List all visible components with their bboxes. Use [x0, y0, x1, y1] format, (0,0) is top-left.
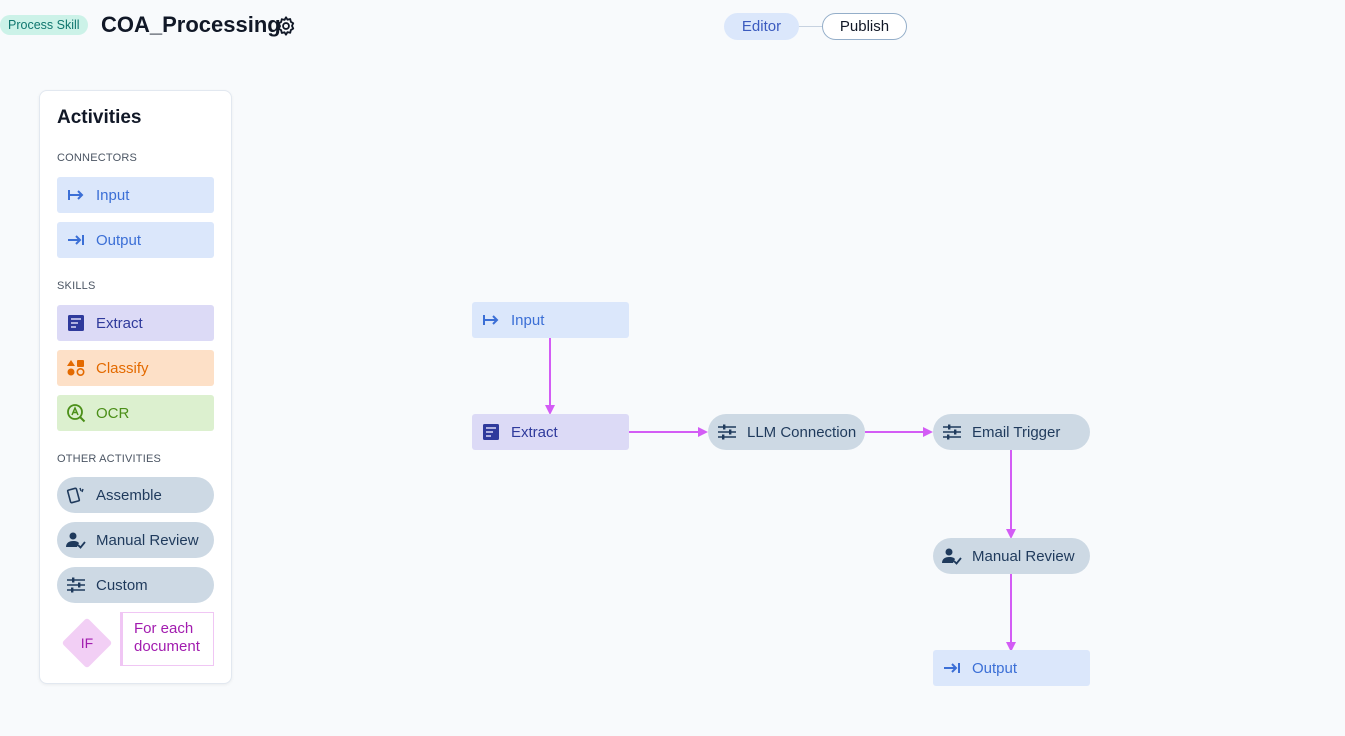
input-arrow-icon	[480, 309, 502, 331]
activity-if[interactable]: IF	[61, 617, 113, 669]
activity-output-label: Output	[96, 231, 142, 249]
node-email-trigger-label: Email Trigger	[972, 423, 1061, 441]
activity-manual-review[interactable]: Manual Review	[57, 522, 214, 558]
activity-custom[interactable]: Custom	[57, 567, 214, 603]
extract-document-icon	[480, 421, 502, 443]
user-check-icon	[65, 529, 87, 551]
output-arrow-icon	[941, 657, 963, 679]
classify-shapes-icon	[65, 357, 87, 379]
user-check-icon	[941, 545, 963, 567]
node-email-trigger[interactable]: Email Trigger	[933, 414, 1090, 450]
mode-toggle: Editor Publish	[724, 13, 908, 41]
node-llm-connection-label: LLM Connection	[747, 423, 857, 441]
node-output-label: Output	[972, 659, 1018, 677]
skills-section-label: SKILLS	[57, 280, 96, 292]
editor-mode-button[interactable]: Editor	[724, 13, 799, 40]
process-skill-badge: Process Skill	[0, 15, 88, 35]
ocr-scan-icon	[65, 402, 87, 424]
extract-document-icon	[65, 312, 87, 334]
node-extract[interactable]: Extract	[472, 414, 629, 450]
node-extract-label: Extract	[511, 423, 558, 441]
sliders-icon	[716, 421, 738, 443]
activity-ocr-label: OCR	[96, 404, 130, 422]
sliders-icon	[941, 421, 963, 443]
page-title: COA_Processing	[101, 12, 281, 37]
node-output[interactable]: Output	[933, 650, 1090, 686]
workflow-canvas[interactable]: Input Extract LLM Connection Email Trigg…	[232, 56, 1345, 736]
activity-classify[interactable]: Classify	[57, 350, 214, 386]
activity-assemble[interactable]: Assemble	[57, 477, 214, 513]
output-arrow-icon	[65, 229, 87, 251]
gear-icon[interactable]	[275, 15, 297, 37]
publish-mode-button[interactable]: Publish	[822, 13, 907, 40]
activity-assemble-label: Assemble	[96, 486, 162, 504]
sliders-icon	[65, 574, 87, 596]
activity-for-each[interactable]: For each document	[120, 612, 214, 666]
node-input-label: Input	[511, 311, 545, 329]
activity-if-label: IF	[80, 635, 94, 651]
activity-input-label: Input	[96, 186, 130, 204]
activity-output[interactable]: Output	[57, 222, 214, 258]
activity-custom-label: Custom	[96, 576, 148, 594]
activities-title: Activities	[57, 107, 142, 128]
activities-panel: Activities CONNECTORS Input Output SKILL…	[39, 90, 232, 684]
workflow-edges	[545, 338, 1016, 652]
header: Process Skill COA_Processing Editor Publ…	[0, 0, 1345, 56]
mode-connector-line	[794, 26, 824, 27]
input-arrow-icon	[65, 184, 87, 206]
node-manual-review[interactable]: Manual Review	[933, 538, 1090, 574]
connectors-section-label: CONNECTORS	[57, 152, 138, 164]
activity-classify-label: Classify	[96, 359, 149, 377]
other-activities-section-label: OTHER ACTIVITIES	[57, 453, 162, 465]
activity-for-each-label: For each document	[134, 620, 200, 655]
activity-input[interactable]: Input	[57, 177, 214, 213]
activity-extract[interactable]: Extract	[57, 305, 214, 341]
activity-ocr[interactable]: OCR	[57, 395, 214, 431]
activity-manual-review-label: Manual Review	[96, 531, 199, 549]
assemble-cards-icon	[65, 484, 87, 506]
node-manual-review-label: Manual Review	[972, 547, 1075, 565]
node-llm-connection[interactable]: LLM Connection	[708, 414, 865, 450]
activity-extract-label: Extract	[96, 314, 143, 332]
node-input[interactable]: Input	[472, 302, 629, 338]
